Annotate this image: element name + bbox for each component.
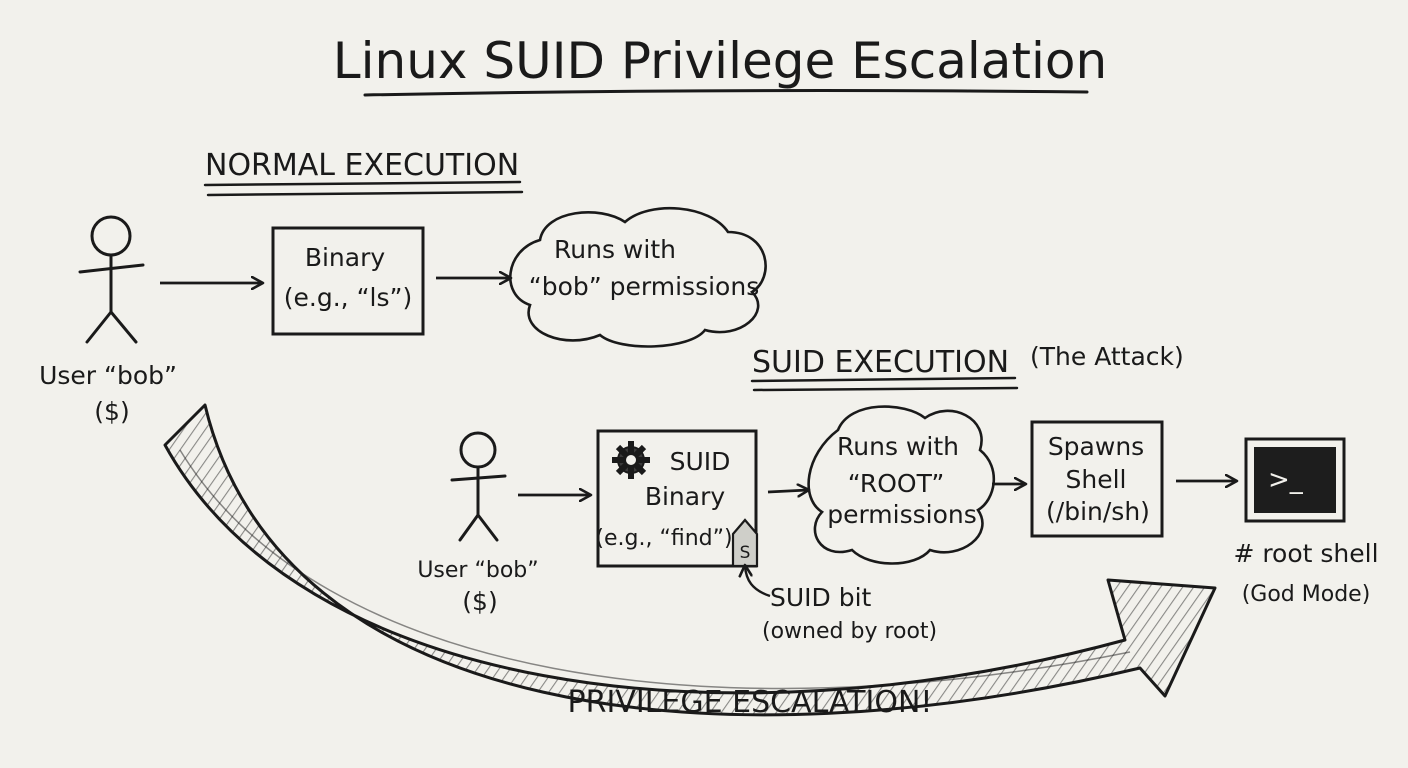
root-shell-label: # root shell	[1233, 539, 1378, 568]
normal-binary-title: Binary	[305, 243, 386, 272]
normal-cloud-line1: Runs with	[554, 235, 676, 264]
suid-binary-title: SUID	[670, 447, 731, 476]
normal-cloud-line2: “bob” permissions	[529, 272, 759, 301]
suid-cloud-shape	[807, 405, 996, 565]
normal-execution-heading: NORMAL EXECUTION	[205, 148, 519, 183]
normal-heading-underline	[203, 180, 524, 197]
suid-user-figure	[450, 431, 507, 542]
spawn-shell-line2: Shell	[1066, 465, 1127, 494]
suid-binary-box	[596, 429, 758, 568]
terminal-prompt: >_	[1268, 465, 1304, 495]
suid-bit-label: SUID bit	[770, 583, 872, 612]
suid-binary-subtitle: Binary	[645, 482, 726, 511]
spawn-shell-line1: Spawns	[1048, 432, 1144, 461]
suid-user-label: User “bob”	[417, 558, 538, 583]
normal-cloud-shape	[509, 206, 767, 348]
normal-user-prompt: ($)	[94, 397, 129, 426]
suid-binary-example: (e.g., “find”)	[595, 526, 732, 551]
root-shell-note: (God Mode)	[1242, 582, 1371, 607]
spawn-shell-box	[1030, 420, 1164, 538]
suid-bit-badge-letter: S	[740, 543, 751, 563]
title-underline	[363, 89, 1089, 97]
page-title: Linux SUID Privilege Escalation	[333, 32, 1107, 90]
normal-binary-example: (e.g., “ls”)	[284, 283, 412, 312]
suid-cloud-line2: “ROOT”	[848, 469, 945, 498]
privilege-escalation-arrow	[163, 403, 1217, 717]
suid-bit-owner: (owned by root)	[762, 619, 937, 644]
spawn-shell-line3: (/bin/sh)	[1046, 497, 1150, 526]
escalation-label: PRIVILEGE ESCALATION!	[568, 685, 933, 720]
arrow-suid-bit-callout	[745, 566, 771, 598]
suid-cloud-line1: Runs with	[837, 432, 959, 461]
suid-cloud-line3: permissions	[827, 500, 977, 529]
suid-user-prompt: ($)	[462, 587, 497, 616]
normal-user-label: User “bob”	[39, 361, 177, 390]
normal-binary-box	[271, 226, 425, 336]
suid-heading-underline	[750, 376, 1019, 392]
terminal-icon: >_	[1244, 437, 1346, 523]
suid-bit-badge: S	[731, 518, 759, 568]
normal-user-figure	[78, 215, 145, 344]
gear-icon	[612, 441, 650, 479]
suid-heading-note: (The Attack)	[1030, 342, 1184, 371]
suid-execution-heading: SUID EXECUTION	[752, 345, 1009, 380]
arrow-suid-binary-to-cloud	[767, 490, 808, 492]
